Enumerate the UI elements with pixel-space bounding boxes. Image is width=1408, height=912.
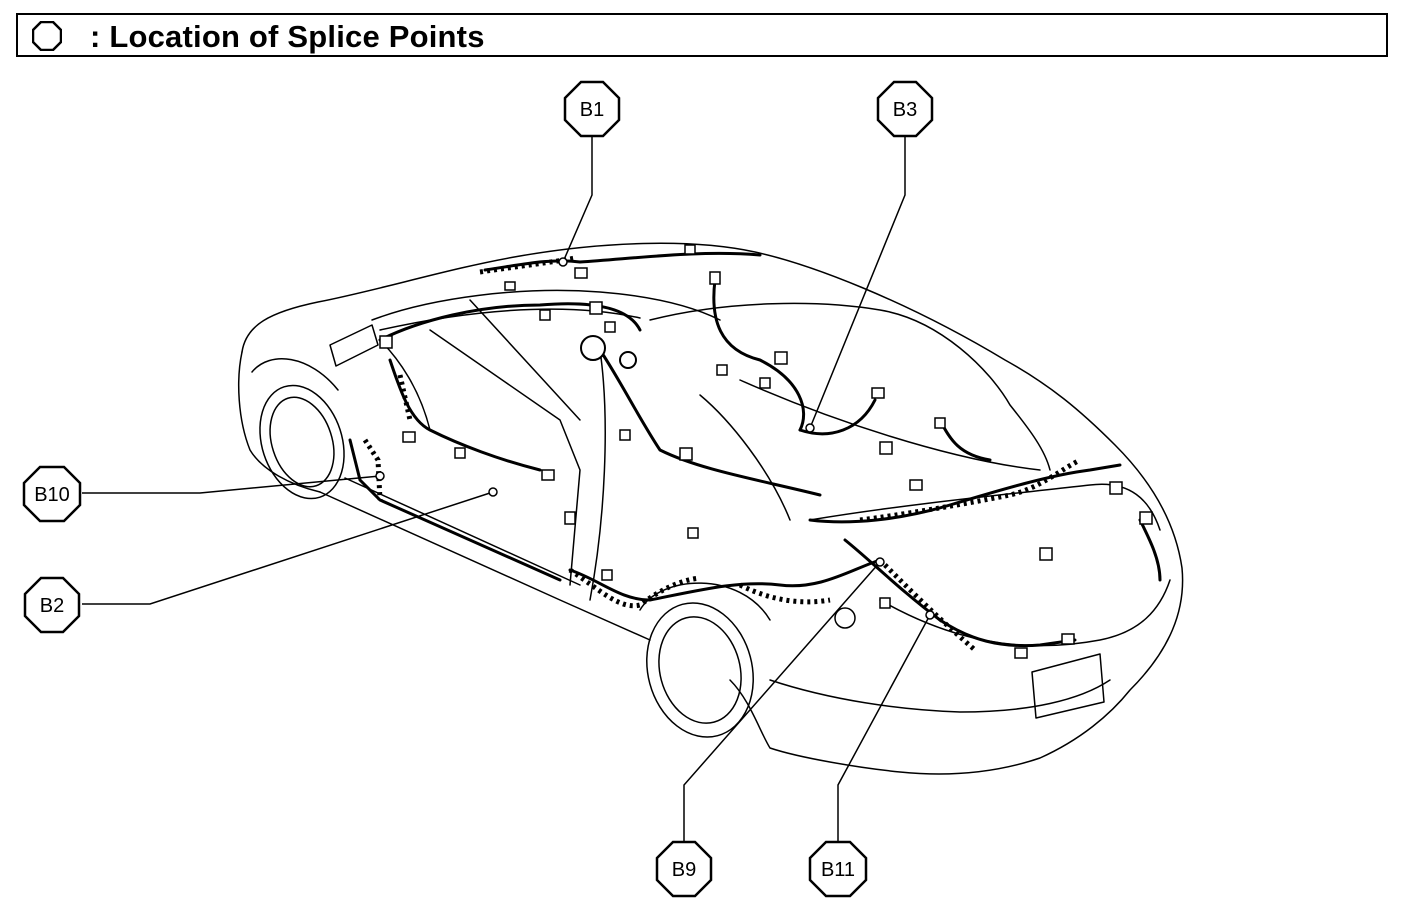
callout-label: B1 xyxy=(580,99,604,121)
page-title: : Location of Splice Points xyxy=(90,19,485,54)
callout-label: B2 xyxy=(40,595,64,617)
grommet xyxy=(580,335,606,361)
octagon-icon xyxy=(655,840,713,898)
wire-harness xyxy=(348,251,1162,648)
octagon-icon xyxy=(808,840,868,898)
callout-label: B11 xyxy=(821,859,855,881)
splice-point-b2 xyxy=(488,487,498,497)
callout-b1[interactable]: B1 xyxy=(563,80,621,138)
octagon-icon xyxy=(23,576,81,634)
leader-lines xyxy=(82,136,931,842)
callout-b9[interactable]: B9 xyxy=(655,840,713,898)
callout-b2[interactable]: B2 xyxy=(23,576,81,634)
octagon-icon xyxy=(563,80,621,138)
car-body xyxy=(237,242,1184,775)
callout-label: B10 xyxy=(34,484,70,506)
octagon-icon xyxy=(876,80,934,138)
splice-point-b11 xyxy=(925,610,935,620)
splice-point-b9 xyxy=(875,557,885,567)
callout-label: B3 xyxy=(893,99,917,121)
splice-point-b1 xyxy=(558,257,568,267)
splice-point-b10 xyxy=(375,471,385,481)
callout-label: B9 xyxy=(672,859,696,881)
grommet xyxy=(834,607,856,629)
splice-points xyxy=(375,257,935,620)
grommet xyxy=(619,351,637,369)
splice-point-b3 xyxy=(805,423,815,433)
title-bar: : Location of Splice Points xyxy=(16,13,1388,57)
octagon-icon xyxy=(22,465,82,523)
wire-harness-dashed xyxy=(362,255,1082,652)
connectors xyxy=(379,244,1153,659)
callout-b3[interactable]: B3 xyxy=(876,80,934,138)
octagon-icon xyxy=(32,21,62,51)
callout-b10[interactable]: B10 xyxy=(22,465,82,523)
callout-b11[interactable]: B11 xyxy=(808,840,868,898)
